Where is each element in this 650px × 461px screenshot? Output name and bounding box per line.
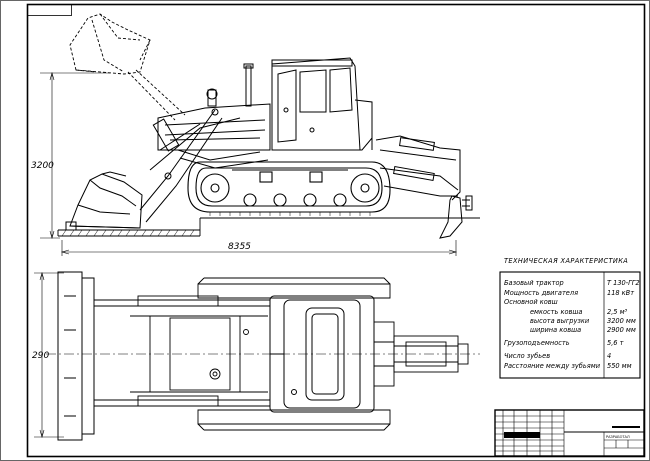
spec-row-label: емкость ковша [530,308,582,316]
rear-ripper [375,135,473,239]
width-dimension-label: 290 [32,351,49,361]
top-track-upper [197,277,391,299]
spec-row-label: Базовый трактор [504,279,564,287]
width-dimension [34,271,64,439]
length-dimension [60,240,458,256]
title-block-stamp: РАЗРАБОТАЛ [606,435,630,439]
raised-bucket-dashed [69,13,186,121]
length-dimension-label: 8355 [228,242,251,252]
front-bucket [65,171,143,231]
drawing-frame [26,3,646,458]
spec-row-value: 4 [607,352,611,360]
corner-stamp-box [27,4,72,16]
crawler-track [187,161,391,213]
spec-row-label: Расстояние между зубьями [504,362,601,370]
track-links [209,212,371,216]
spec-row-label: Грузоподъемность [504,339,570,347]
tractor-body [157,57,373,151]
spec-row-value: Т 130-ГГ2 [607,279,640,287]
spec-row-label: ширина ковша [530,326,581,334]
spec-row-label: Число зубьев [504,352,550,360]
top-view [34,271,480,441]
spec-row-value: 2,5 м³ [607,308,628,316]
height-dimension [40,71,110,240]
spec-row-value: 2900 мм [607,326,636,334]
spec-row-label: Основной ковш [504,298,558,306]
top-track-lower [197,409,391,431]
top-bucket-blade [57,271,95,441]
spec-row-value: 118 кВт [607,289,634,297]
spec-row-value: 3200 мм [607,317,636,325]
spec-table-title: ТЕХНИЧЕСКАЯ ХАРАКТЕРИСТИКА [504,257,628,265]
ground-hatching [61,229,195,237]
side-view [40,13,480,256]
height-dimension-label: 3200 [31,161,54,171]
top-lift-arms [94,295,270,407]
spec-table [499,271,641,379]
spec-row-label: Мощность двигателя [504,289,578,297]
title-block [494,409,645,457]
ground-line [57,217,480,237]
spec-row-value: 5,6 т [607,339,624,347]
spec-row-label: высота выгрузки [530,317,590,325]
spec-row-value: 550 мм [607,362,632,370]
